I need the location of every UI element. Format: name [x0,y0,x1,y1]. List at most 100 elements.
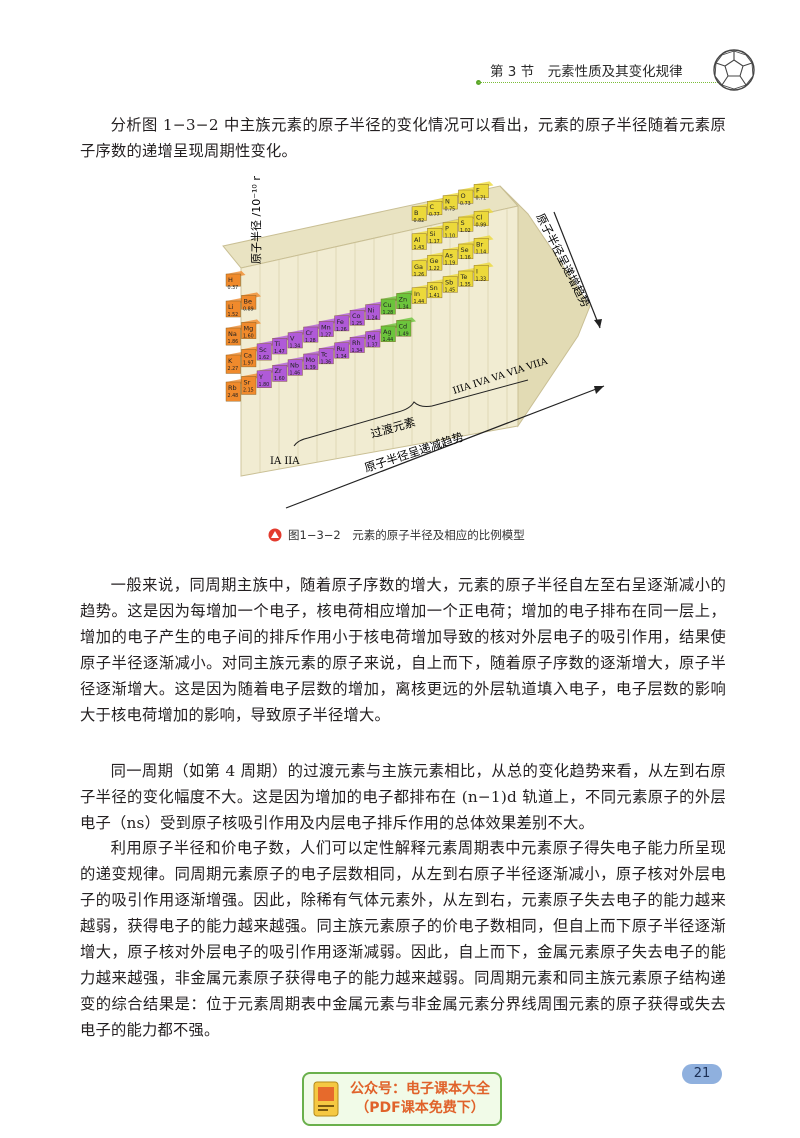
element-block-ru: Ru1.34 [334,339,354,360]
element-symbol: Cl [476,213,483,221]
element-block-y: Y1.80 [256,367,277,388]
element-radius: 1.62 [259,355,270,361]
element-front-face [225,381,241,402]
element-symbol: Cd [399,322,408,330]
element-block-ni: Ni1.24 [365,301,385,322]
element-radius: 2.48 [228,393,239,399]
element-front-face [380,325,396,342]
element-front-face [349,336,365,353]
element-block-se: Se1.16 [458,241,478,261]
element-symbol: Se [461,246,469,254]
element-block-p: P1.10 [442,219,463,240]
element-radius: 1.10 [445,234,456,240]
element-radius: 1.37 [367,343,378,349]
element-front-face [241,376,257,395]
element-block-o: O0.73 [458,187,478,207]
element-block-mg: Mg1.60 [241,319,261,339]
element-symbol: Co [352,312,361,320]
element-radius: 1.49 [398,331,409,337]
element-radius: 1.44 [414,299,425,305]
element-front-face [225,300,241,318]
element-radius: 1.16 [460,255,471,261]
element-radius: 1.22 [429,266,440,272]
element-symbol: Si [430,230,436,238]
element-symbol: Na [228,330,237,338]
element-symbol: Ti [274,340,281,348]
element-symbol: Tc [320,350,328,358]
element-front-face [427,201,443,215]
element-front-face [241,322,257,339]
element-radius: 1.86 [228,339,239,345]
header-rule [478,82,738,83]
element-symbol: H [228,276,233,284]
element-front-face [427,281,443,299]
fullerene-icon [713,49,755,91]
element-radius: 1.17 [429,239,440,245]
left-group-labels: IA IIA [270,456,300,467]
element-front-face [272,337,288,355]
element-radius: 1.26 [336,327,347,333]
element-symbol: In [414,290,420,298]
element-radius: 1.14 [476,249,487,255]
element-front-face [380,298,396,315]
element-symbol: Ge [430,257,439,265]
element-block-pd: Pd1.37 [365,328,385,349]
element-front-face [442,249,458,265]
element-symbol: Rh [352,339,361,347]
element-radius: 1.27 [321,332,332,338]
element-symbol: Fe [337,318,344,326]
element-radius: 1.34 [336,354,347,360]
element-block-mo: Mo1.39 [303,351,323,371]
element-symbol: Rb [228,384,237,392]
element-symbol: Sc [259,346,267,354]
element-block-cu: Cu1.28 [380,296,401,316]
element-block-ga: Ga1.26 [411,257,432,278]
element-block-co: Co1.25 [349,307,370,327]
element-symbol: B [414,209,418,217]
element-front-face [442,276,458,293]
element-symbol: Mo [306,356,316,364]
element-front-face [411,233,427,250]
element-radius: 1.34 [290,344,301,350]
decrease-arrow [285,385,605,509]
element-radius: 0.89 [243,306,254,312]
paragraph-trend: 一般来说，同周期主族中，随着原子序数的增大，元素的原子半径自左至右呈逐渐减小的趋… [80,576,726,724]
element-symbol: Sn [430,284,438,292]
element-block-cd: Cd1.49 [396,317,416,337]
element-symbol: Sb [445,279,453,287]
element-block-na: Na1.86 [225,325,246,346]
element-symbol: Ag [383,328,392,336]
element-block-cr: Cr1.28 [303,324,323,344]
element-radius: 0.75 [445,207,456,213]
watermark-line-1: 公众号：电子课本大全 [350,1081,490,1097]
watermark-banner: 公众号：电子课本大全 （PDF课本免费下） [302,1072,502,1126]
element-front-face [303,353,319,370]
element-symbol: F [476,186,480,194]
element-block-nb: Nb1.46 [287,356,308,377]
element-symbol: Nb [290,362,299,370]
element-symbol: Pd [368,334,376,342]
element-radius: 1.46 [290,371,301,377]
element-radius: 1.43 [414,245,425,251]
element-radius: 1.39 [305,365,316,371]
element-front-face [225,327,241,346]
element-radius: 0.73 [460,201,471,207]
element-block-b: B0.82 [411,203,432,224]
element-radius: 1.41 [429,293,440,299]
element-symbol: O [461,192,466,200]
element-block-as: As1.19 [442,246,463,267]
element-front-face [256,343,272,361]
element-block-tc: Tc1.36 [318,345,339,365]
element-radius: 1.60 [243,333,254,339]
element-symbol: Sr [244,378,251,386]
element-radius: 1.02 [460,228,471,234]
element-front-face [318,348,334,365]
element-front-face [334,315,350,332]
element-radius: 1.33 [476,276,487,282]
caption-triangle-icon [268,528,282,542]
element-block-h: H0.37 [225,271,246,291]
element-front-face [458,189,474,204]
element-front-face [442,222,458,238]
paragraph-transition: 同一周期（如第 4 周期）的过渡元素与主族元素相比，从总的变化趋势来看，从左到右… [80,762,726,832]
element-radius: 1.80 [259,382,270,388]
